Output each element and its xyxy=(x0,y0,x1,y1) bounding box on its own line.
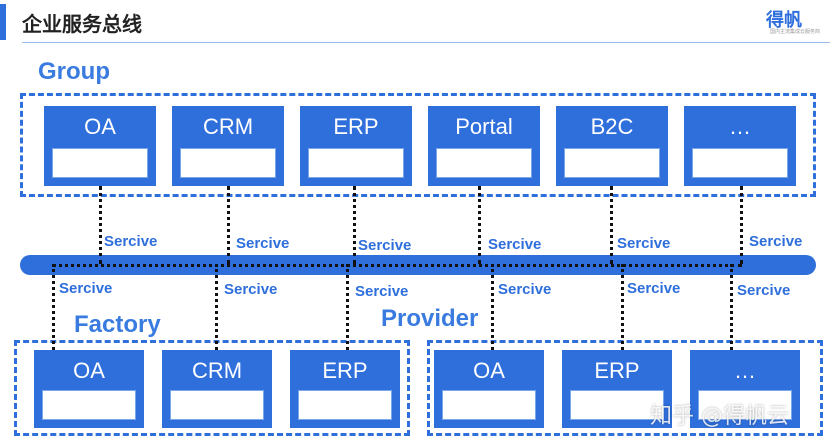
system-label: ERP xyxy=(333,114,379,139)
system-label: … xyxy=(734,358,756,383)
provider-container xyxy=(427,340,823,436)
system-detail-slot xyxy=(436,148,532,178)
service-connector xyxy=(227,186,230,264)
service-label: Sercive xyxy=(236,235,290,252)
service-label: Sercive xyxy=(104,233,158,250)
system-label: … xyxy=(729,114,751,139)
service-connector xyxy=(353,186,356,264)
service-connector xyxy=(491,264,494,350)
system-label: OA xyxy=(84,114,116,139)
provider-system-box: ERP xyxy=(562,350,672,428)
factory-system-box: CRM xyxy=(162,350,272,428)
group-system-box: B2C xyxy=(556,106,668,186)
watermark: 知乎 @得帆云 xyxy=(650,404,789,429)
service-label: Sercive xyxy=(59,280,113,297)
factory-system-box: OA xyxy=(34,350,144,428)
service-connector xyxy=(52,264,55,350)
group-label: Group xyxy=(38,58,110,85)
system-label: OA xyxy=(473,358,505,383)
provider-system-box: … xyxy=(690,350,800,428)
service-label: Sercive xyxy=(737,282,791,299)
system-detail-slot xyxy=(692,148,788,178)
group-system-box: ERP xyxy=(300,106,412,186)
service-connector xyxy=(621,264,624,350)
system-label: OA xyxy=(73,358,105,383)
system-detail-slot xyxy=(42,390,136,420)
system-label: Portal xyxy=(455,114,513,139)
page-title: 企业服务总线 xyxy=(22,12,142,36)
service-label: Sercive xyxy=(627,280,681,297)
title-accent-bar xyxy=(0,4,6,40)
group-system-box: Portal xyxy=(428,106,540,186)
service-label: Sercive xyxy=(498,281,552,298)
title-divider xyxy=(22,42,830,43)
service-connector xyxy=(740,186,743,264)
logo-text: 得帆 xyxy=(766,10,802,31)
system-detail-slot xyxy=(308,148,404,178)
provider-label: Provider xyxy=(381,305,479,332)
service-connector xyxy=(730,264,733,350)
service-label: Sercive xyxy=(224,281,278,298)
service-label: Sercive xyxy=(749,233,803,250)
service-connector-horizontal xyxy=(52,264,742,267)
system-detail-slot xyxy=(442,390,536,420)
service-label: Sercive xyxy=(617,235,671,252)
group-system-box: OA xyxy=(44,106,156,186)
group-system-box: … xyxy=(684,106,796,186)
system-detail-slot xyxy=(698,390,792,420)
service-connector xyxy=(346,264,349,350)
service-label: Sercive xyxy=(355,283,409,300)
brand-logo: 得帆 国内主流集成云服务商 xyxy=(766,6,828,36)
service-label: Sercive xyxy=(358,237,412,254)
system-label: CRM xyxy=(191,358,243,383)
system-detail-slot xyxy=(52,148,148,178)
system-detail-slot xyxy=(298,390,392,420)
system-detail-slot xyxy=(564,148,660,178)
system-label: CRM xyxy=(202,114,254,139)
system-label: ERP xyxy=(594,358,640,383)
factory-system-box: ERP xyxy=(290,350,400,428)
factory-container xyxy=(14,340,410,436)
service-connector xyxy=(99,186,102,264)
system-detail-slot xyxy=(180,148,276,178)
system-label: ERP xyxy=(322,358,368,383)
system-detail-slot xyxy=(570,390,664,420)
system-label: B2C xyxy=(590,114,634,139)
group-container xyxy=(20,93,816,197)
service-connector xyxy=(478,186,481,264)
system-detail-slot xyxy=(170,390,264,420)
service-connector xyxy=(610,186,613,264)
provider-system-box: OA xyxy=(434,350,544,428)
factory-label: Factory xyxy=(74,311,161,338)
group-system-box: CRM xyxy=(172,106,284,186)
service-connector xyxy=(215,264,218,350)
service-label: Sercive xyxy=(488,236,542,253)
logo-subtitle: 国内主流集成云服务商 xyxy=(770,29,821,35)
